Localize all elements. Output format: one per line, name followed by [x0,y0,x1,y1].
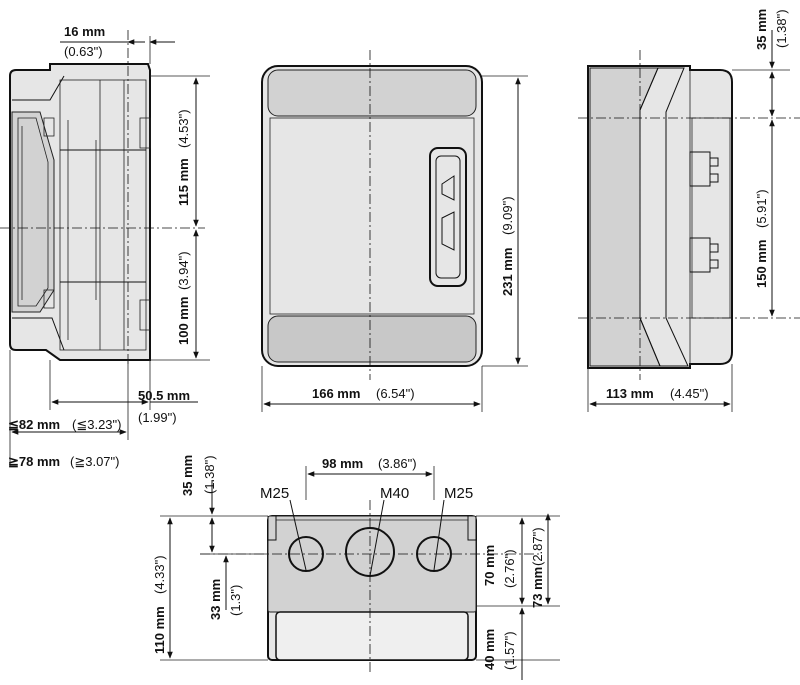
mounting-clip-top [689,151,719,187]
dim-166mm: 166 mm [312,386,360,401]
dim-110mm: 110 mm [152,606,167,654]
dim-70mm: 70 mm [482,545,497,586]
dim-16mm: 16 mm [64,24,105,39]
bottom-view: M25 M40 M25 [200,485,540,675]
dim-73mm-inch: (2.87") [530,527,545,566]
bottom-view-dimensions: 98 mm (3.86") 110 mm (4.33") 35 mm (1.38… [152,455,560,680]
side-view-dimensions: 16 mm (0.63") 115 mm (4.53") 100 mm (3.9… [8,24,210,469]
dim-113mm: 113 mm [606,386,654,401]
dim-78mm-inch: (≧3.07") [70,454,119,469]
dim-16mm-inch: (0.63") [64,44,103,59]
mounting-clip-bottom [689,237,719,273]
knockout-label-left: M25 [260,485,289,502]
front-view-dimensions: 231 mm (9.09") 166 mm (6.54") [261,75,528,412]
dim-100mm-inch: (3.94") [176,251,191,290]
dim-33mm: 33 mm [208,579,223,620]
dim-100mm: 100 mm [176,297,191,345]
dim-70mm-inch: (2.76") [502,549,517,588]
dim-231mm-inch: (9.09") [500,196,515,235]
dim-82mm-inch: (≦3.23") [72,417,121,432]
dim-33mm-inch: (1.3") [228,585,243,616]
rear-view-dimensions: 35 mm (1.38") 150 mm (5.91") 113 mm (4.4… [587,9,790,412]
dim-231mm: 231 mm [500,248,515,296]
dim-35mm-bottom: 35 mm [180,455,195,496]
dim-73mm: 73 mm [530,567,545,608]
dim-98mm-inch: (3.86") [378,456,417,471]
dim-82mm: ≦82 mm [8,417,60,432]
dim-98mm: 98 mm [322,456,363,471]
dim-115mm: 115 mm [176,158,191,206]
dim-113mm-inch: (4.45") [670,386,709,401]
knockout-label-center: M40 [380,485,409,502]
dim-78mm: ≧78 mm [8,454,60,469]
dim-115mm-inch: (4.53") [176,109,191,148]
dim-35mm-bottom-inch: (1.38") [202,455,217,494]
dim-150mm: 150 mm [754,240,769,288]
dim-40mm-inch: (1.57") [502,631,517,670]
front-view [261,50,483,380]
side-view [0,30,205,365]
dim-35mm-top-inch: (1.38") [774,9,789,48]
dim-35mm-top: 35 mm [754,9,769,50]
knockout-label-right: M25 [444,485,473,502]
dim-166mm-inch: (6.54") [376,386,415,401]
dim-110mm-inch: (4.33") [152,555,167,594]
rear-view [578,50,800,380]
dim-150mm-inch: (5.91") [754,189,769,228]
dim-50-5mm: 50.5 mm [138,388,190,403]
dim-50-5mm-inch: (1.99") [138,410,177,425]
dim-40mm: 40 mm [482,629,497,670]
